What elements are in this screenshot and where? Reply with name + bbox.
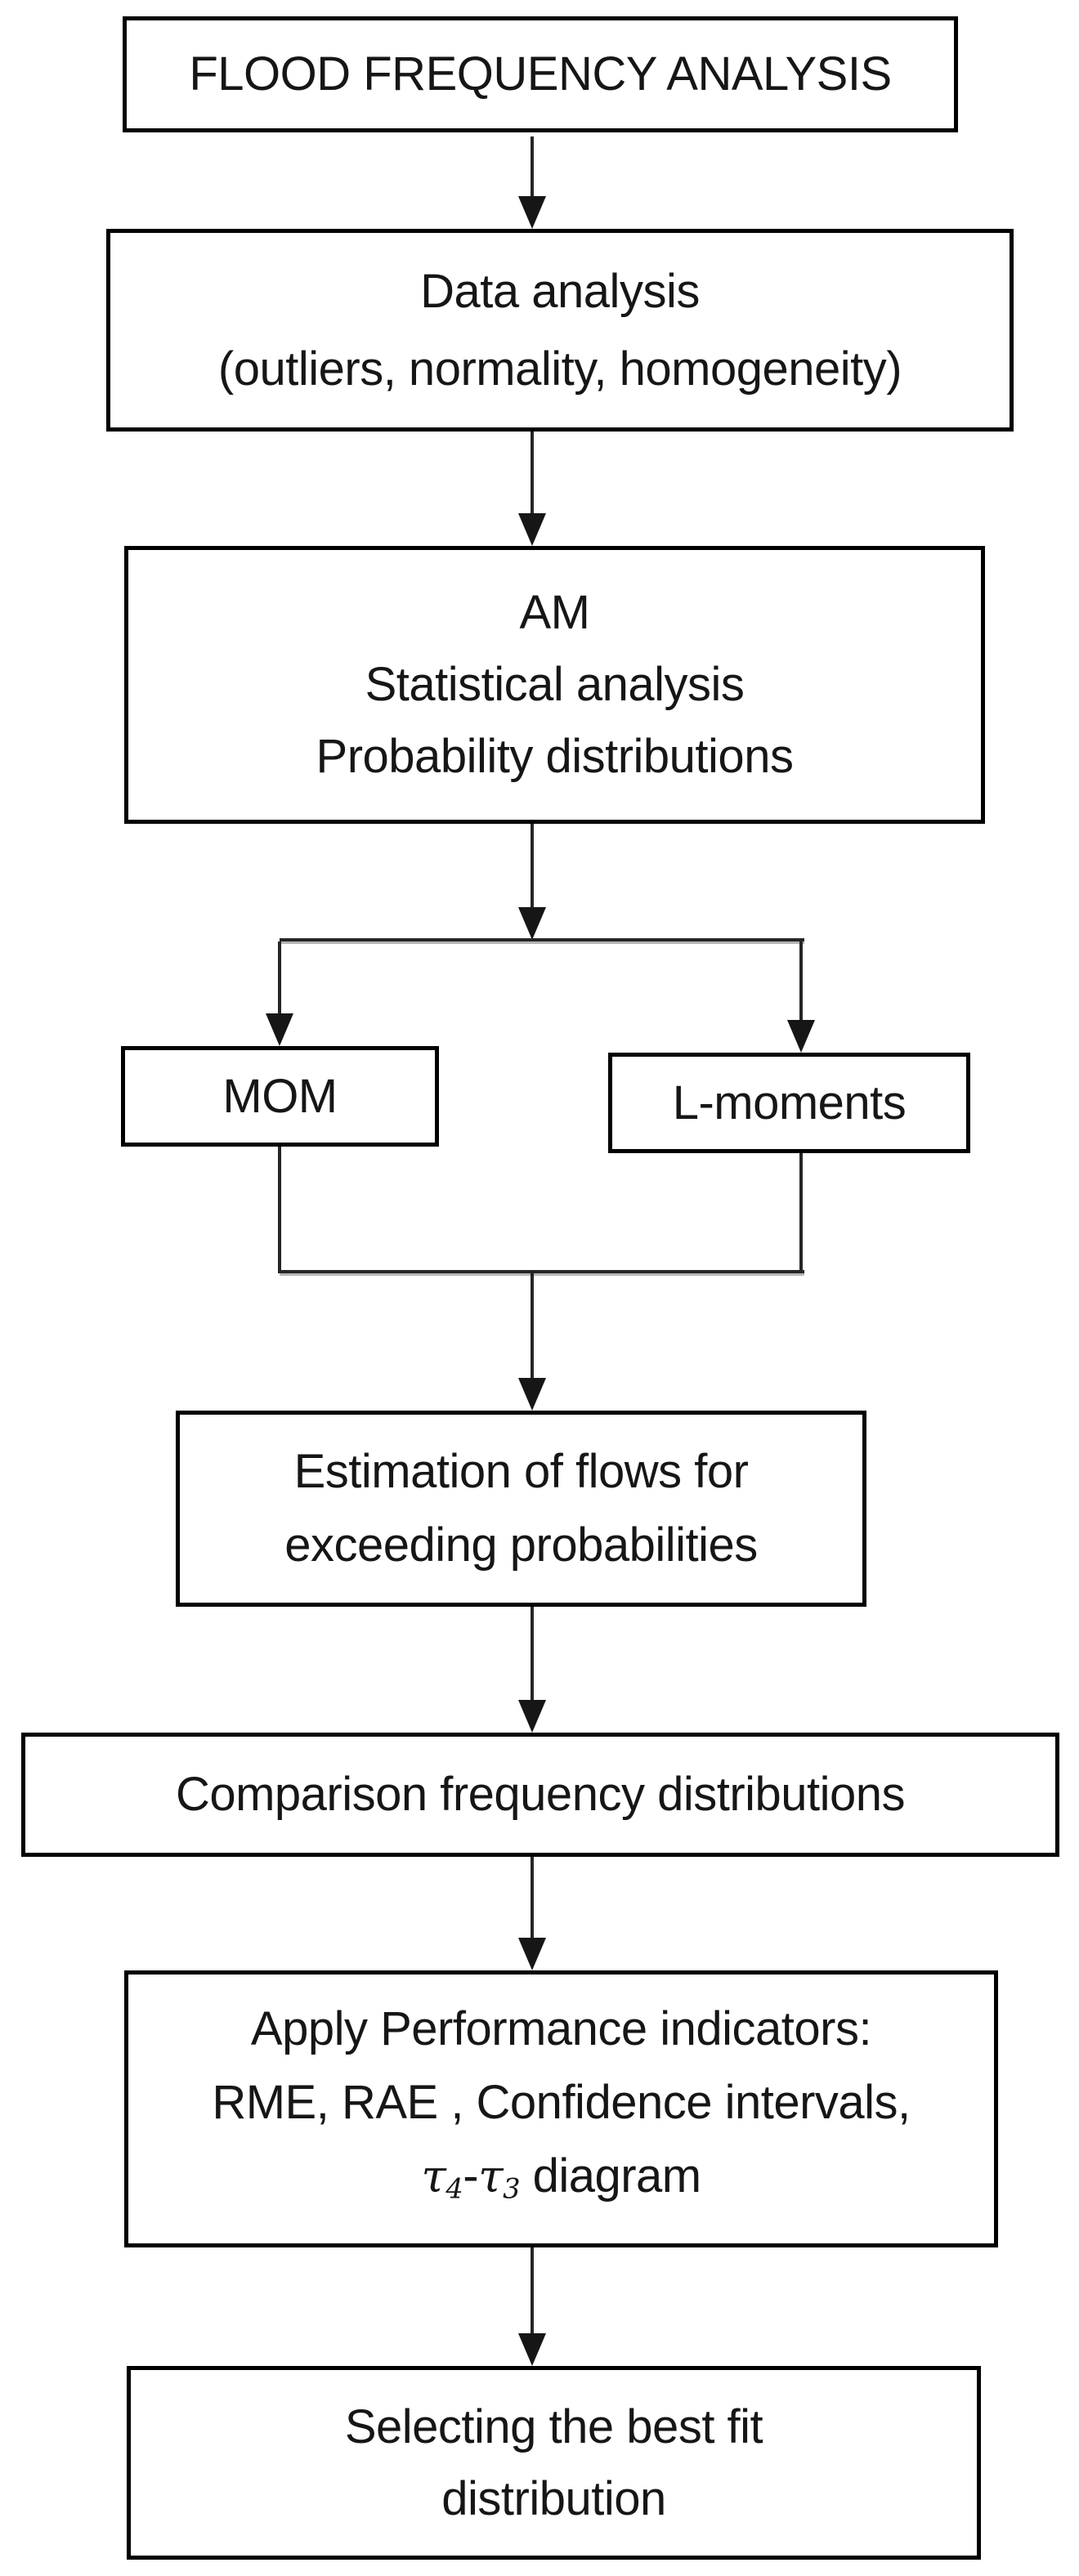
arrowhead-down-icon [518,196,546,229]
box-label-line: distribution [441,2471,666,2525]
tau3-subscript: 3 [503,2172,520,2205]
box-label-line: Data analysis [420,265,700,318]
split-connector-line [280,938,804,941]
data-analysis-box: Data analysis (outliers, normality, homo… [106,229,1014,432]
arrow-line-comparison-to-performance [531,1857,534,1939]
flood-frequency-analysis-box: FLOOD FREQUENCY ANALYSIS [123,16,958,132]
mom-box: MOM [121,1046,439,1147]
tau4-symbol: τ [421,2149,446,2203]
line-lmoments-to-merge [799,1153,803,1273]
arrow-line-title-to-data-analysis [531,136,534,199]
comparison-box: Comparison frequency distributions [21,1733,1059,1857]
box-label-line: Probability distributions [316,730,794,783]
box-label-line: FLOOD FREQUENCY ANALYSIS [189,47,892,101]
box-label-line: L-moments [672,1076,907,1129]
arrowhead-down-icon [518,1378,546,1411]
arrowhead-down-icon [518,907,546,940]
box-label-line: AM [519,586,591,639]
box-label-line: MOM [222,1069,338,1123]
arrowhead-down-icon [266,1013,293,1046]
arrowhead-down-icon [518,1700,546,1733]
box-label-line: (outliers, normality, homogeneity) [217,342,902,396]
arrow-line-split-to-mom [278,941,281,1017]
box-label-line: Selecting the best fit [344,2399,763,2453]
tau-diagram-line: τ4-τ3 diagram [421,2140,701,2225]
tau4-subscript: 4 [445,2172,463,2205]
box-label-line: RME, RAE , Confidence intervals, [212,2075,911,2129]
l-moments-box: L-moments [608,1053,970,1153]
tau-line-suffix: diagram [519,2149,702,2203]
box-label-line: Statistical analysis [365,658,745,711]
line-mom-to-merge [278,1147,281,1273]
arrow-line-data-analysis-to-statistical [531,432,534,515]
best-fit-selection-box: Selecting the best fit distribution [127,2366,981,2560]
arrow-line-performance-to-selection [531,2247,534,2335]
arrow-line-estimation-to-comparison [531,1607,534,1702]
tau3-symbol: τ [478,2149,504,2203]
box-label-line: Comparison frequency distributions [175,1768,906,1821]
arrowhead-down-icon [518,2333,546,2366]
merge-connector-line [280,1270,804,1273]
arrow-line-split-to-lmoments [799,941,803,1022]
arrowhead-down-icon [518,513,546,546]
box-label-line: Estimation of flows for [293,1445,749,1498]
arrowhead-down-icon [787,1020,815,1053]
arrow-line-merge-to-estimation [531,1273,534,1380]
statistical-analysis-box: AM Statistical analysis Probability dist… [124,546,985,824]
box-label-line: exceeding probabilities [284,1518,758,1572]
estimation-box: Estimation of flows for exceeding probab… [176,1411,866,1607]
performance-indicators-box: Apply Performance indicators: RME, RAE ,… [124,1970,998,2247]
box-label-line: Apply Performance indicators: [250,2001,872,2055]
tau-separator: - [463,2149,479,2203]
arrow-line-statistical-to-split [531,824,534,909]
arrowhead-down-icon [518,1938,546,1970]
